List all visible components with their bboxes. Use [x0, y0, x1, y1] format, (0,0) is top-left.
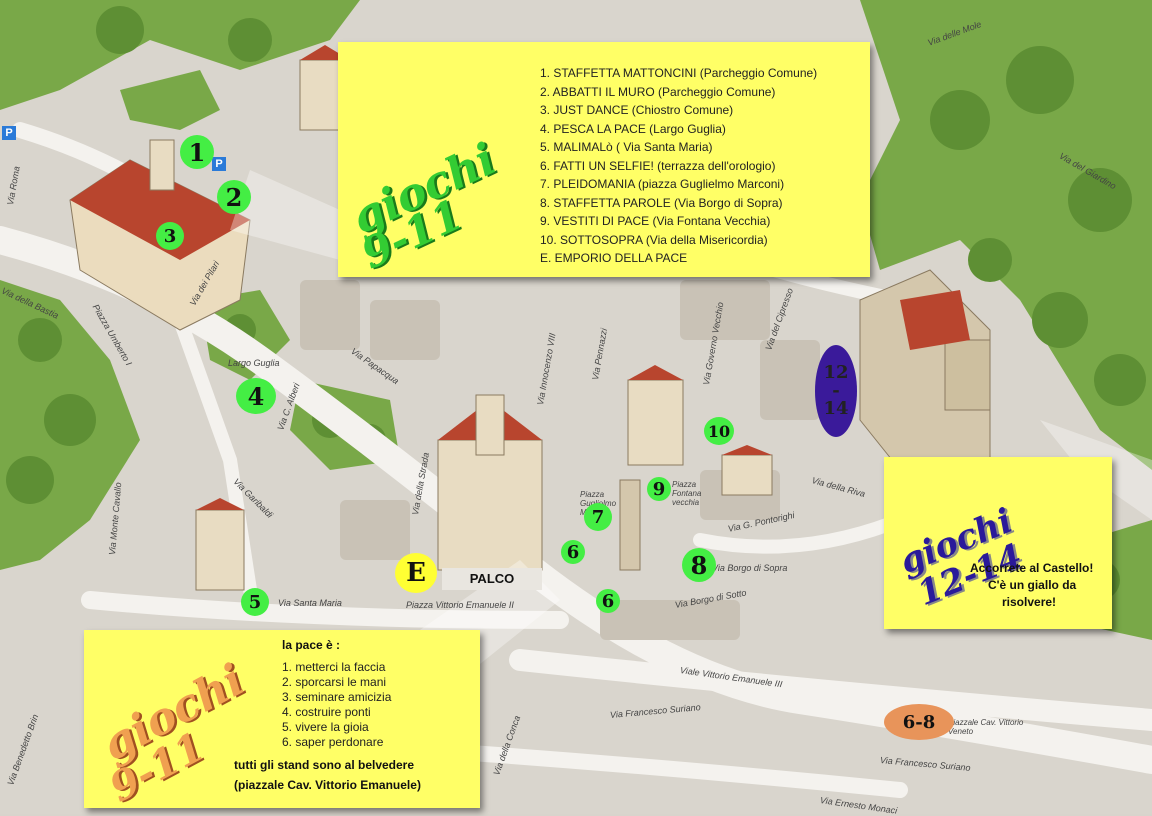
marker-6b[interactable]: 6 — [596, 589, 620, 613]
street-piazza-fontana: Piazza Fontana vecchia — [672, 480, 702, 507]
panel-bottom-list-item: 3. seminare amicizia — [282, 690, 392, 704]
panel-right-text-2: C'è un giallo da — [988, 578, 1077, 592]
panel-bottom-heading: la pace è : — [282, 638, 341, 652]
panel-bottom-list-item: 6. saper perdonare — [282, 735, 384, 749]
panel-bottom-footer-2: (piazzale Cav. Vittorio Emanuele) — [234, 778, 421, 792]
small-churches — [195, 45, 773, 591]
marker-10[interactable]: 10 — [704, 417, 734, 445]
marker-castle-12-14[interactable]: 12 - 14 — [815, 345, 857, 437]
panel-bottom-footer-1: tutti gli stand sono al belvedere — [234, 758, 415, 772]
marker-5[interactable]: 5 — [241, 588, 269, 616]
panel-top-list-item: 3. JUST DANCE (Chiostro Comune) — [540, 103, 734, 117]
marker-7[interactable]: 7 — [584, 503, 612, 531]
panel-top-list-item: 4. PESCA LA PACE (Largo Guglia) — [540, 121, 726, 136]
panel-right-giochi-12-14: giochi 12-14 Accorrete al Castello! C'è … — [884, 457, 1112, 629]
panel-bottom-list-item: 4. costruire ponti — [282, 705, 371, 719]
panel-top-list-item: 10. SOTTOSOPRA (Via della Misericordia) — [540, 232, 768, 247]
street-via-borgo-sopra: Via Borgo di Sopra — [712, 563, 788, 573]
panel-top-list-item: 6. FATTI UN SELFIE! (terrazza dell'orolo… — [540, 158, 776, 173]
marker-9[interactable]: 9 — [647, 477, 671, 501]
panel-right-text-1: Accorrete al Castello! — [970, 561, 1094, 575]
street-via-santa-maria: Via Santa Maria — [278, 598, 342, 608]
marker-8[interactable]: 8 — [682, 548, 716, 582]
marker-1[interactable]: 1 — [180, 135, 214, 169]
marker-6a[interactable]: 6 — [561, 540, 585, 564]
parking-sign: P — [2, 126, 16, 140]
marker-6-8[interactable]: 6-8 — [884, 704, 954, 740]
panel-right-text-3: risolvere! — [1002, 595, 1057, 609]
panel-bottom-list-item: 2. sporcarsi le mani — [282, 675, 387, 689]
cathedral — [437, 394, 543, 571]
parking-sign-2: P — [212, 157, 226, 171]
marker-2[interactable]: 2 — [217, 180, 251, 214]
panel-bottom-list-item: 1. metterci la faccia — [282, 660, 386, 674]
panel-top-giochi-9-11: giochi 9-11 1. STAFFETTA MATTONCINI (Par… — [338, 42, 870, 278]
panel-bottom-giochi-9-11: giochi 9-11 la pace è : 1. metterci la f… — [84, 630, 480, 811]
marker-3[interactable]: 3 — [156, 222, 184, 250]
panel-top-list: 1. STAFFETTA MATTONCINI (Parcheggio Comu… — [540, 64, 817, 268]
panel-top-list-item: 2. ABBATTI IL MURO (Parcheggio Comune) — [540, 84, 776, 99]
palco-label: PALCO — [442, 568, 542, 590]
panel-top-list-item: 5. MALIMALò ( Via Santa Maria) — [540, 140, 713, 154]
street-piazzale-cav: Piazzale Cav. Vittorio Veneto — [948, 718, 1024, 736]
marker-e[interactable]: E — [395, 553, 437, 593]
street-piazza-ve: Piazza Vittorio Emanuele II — [406, 600, 514, 610]
panel-top-list-item: 7. PLEIDOMANIA (piazza Guglielmo Marconi… — [540, 177, 785, 191]
panel-top-list-item: 1. STAFFETTA MATTONCINI (Parcheggio Comu… — [540, 66, 818, 80]
panel-top-list-item: E. EMPORIO DELLA PACE — [540, 251, 688, 265]
panel-top-list-item: 9. VESTITI DI PACE (Via Fontana Vecchia) — [540, 214, 771, 228]
street-largo-guglia: Largo Guglia — [228, 358, 280, 368]
marker-4[interactable]: 4 — [236, 378, 276, 414]
castle — [859, 269, 991, 471]
panel-top-list-item: 8. STAFFETTA PAROLE (Via Borgo di Sopra) — [540, 195, 783, 210]
panel-bottom-list-item: 5. vivere la gioia — [282, 720, 369, 734]
